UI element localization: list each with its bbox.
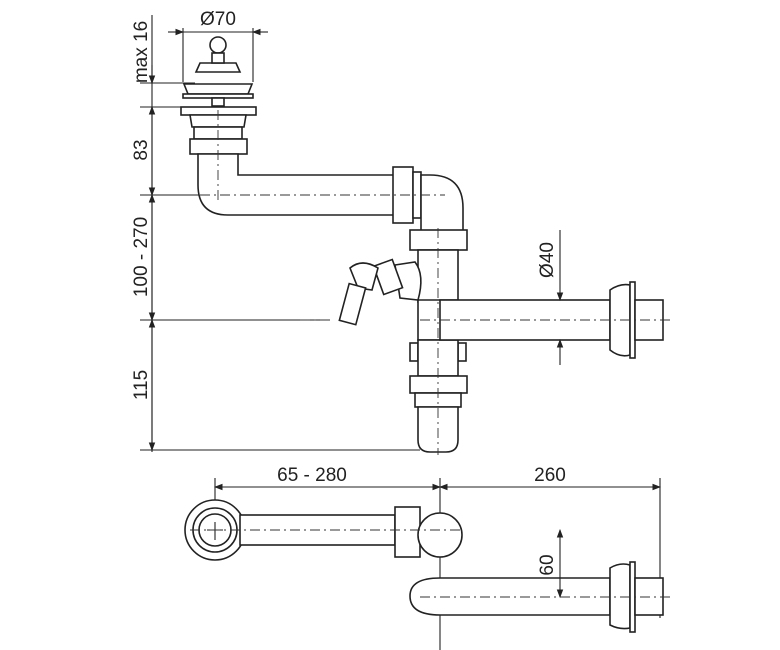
- vertical-dimension-chain: [140, 15, 420, 452]
- outlet-diameter-dimension: [168, 28, 268, 82]
- dim-adjustable-height: 100 - 270: [131, 217, 152, 297]
- dim-horizontal-reach: 65 - 280: [277, 465, 347, 486]
- drain-pipe-upper: [197, 110, 464, 233]
- plan-view: [184, 478, 670, 650]
- dim-waste-height: 83: [131, 139, 152, 160]
- dim-pipe-diameter: Ø40: [537, 242, 558, 278]
- siphon-trap: [409, 228, 468, 455]
- dim-outlet-diameter: Ø70: [200, 9, 236, 30]
- dim-plug-height: max 16: [131, 21, 152, 83]
- dim-trap-depth: 115: [131, 370, 152, 400]
- dim-wall-distance: 260: [534, 465, 566, 486]
- sink-strainer: [180, 36, 257, 155]
- wall-outlet-pipe: [420, 281, 670, 359]
- washing-machine-connector: [300, 258, 422, 326]
- dim-offset: 60: [537, 554, 558, 575]
